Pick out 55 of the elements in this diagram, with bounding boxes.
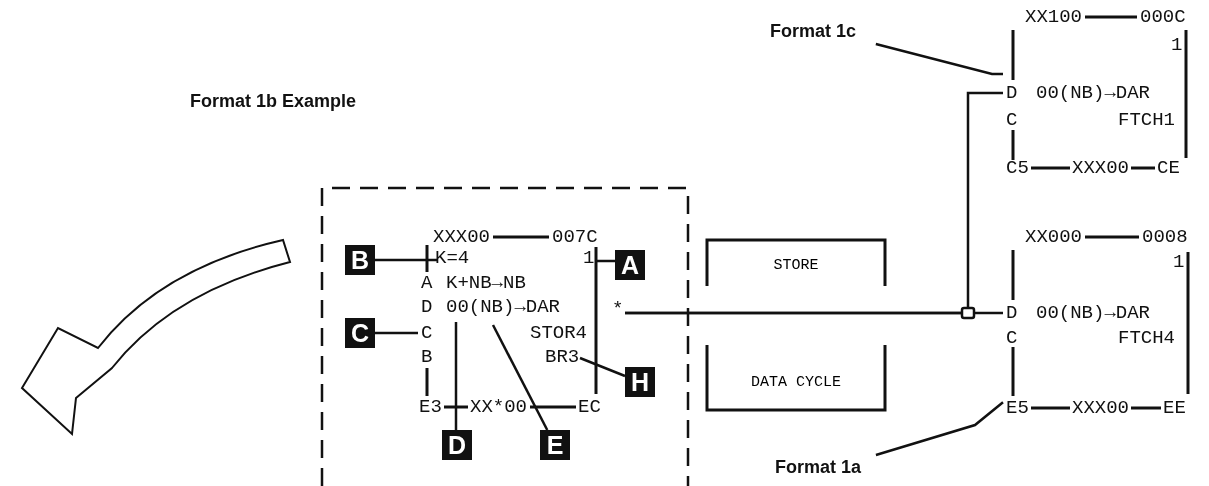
code-text: 00(NB)→DAR bbox=[446, 296, 561, 318]
code-text: EE bbox=[1163, 397, 1186, 419]
code-text: E5 bbox=[1006, 397, 1029, 419]
stage-label: DATA CYCLE bbox=[750, 373, 842, 393]
callout-letter: C bbox=[345, 318, 375, 348]
code-text: C bbox=[1006, 109, 1018, 131]
leader-line bbox=[375, 331, 418, 335]
code-text: XX*00 bbox=[470, 396, 527, 418]
code-text: 00(NB)→DAR bbox=[1036, 302, 1151, 324]
code-text: K+NB→NB bbox=[446, 272, 526, 294]
leader-line bbox=[491, 324, 549, 431]
leader-line bbox=[875, 42, 1003, 76]
code-text: E3 bbox=[419, 396, 442, 418]
connector-line bbox=[625, 91, 1003, 315]
code-text: XXX00 bbox=[1072, 397, 1129, 419]
callout-letter: H bbox=[625, 367, 655, 397]
heading: Format 1b Example bbox=[190, 90, 357, 113]
code-text: XXX00 bbox=[433, 226, 490, 248]
code-text: A bbox=[421, 272, 433, 294]
leader-line bbox=[579, 356, 626, 378]
code-text: D bbox=[421, 296, 433, 318]
code-text: C5 bbox=[1006, 157, 1029, 179]
format-label: Format 1a bbox=[775, 456, 862, 479]
code-text: FTCH4 bbox=[1118, 327, 1175, 349]
code-text: B bbox=[421, 346, 433, 368]
code-text: CE bbox=[1157, 157, 1180, 179]
code-text: 0008 bbox=[1142, 226, 1188, 248]
leader-line bbox=[875, 401, 1004, 457]
code-text: K=4 bbox=[435, 247, 470, 269]
code-text: XXX00 bbox=[1072, 157, 1129, 179]
code-text: 000C bbox=[1140, 6, 1186, 28]
code-text: XX100 bbox=[1025, 6, 1082, 28]
code-text: 007C bbox=[552, 226, 598, 248]
callout-letter: B bbox=[345, 245, 375, 275]
code-text: C bbox=[421, 322, 433, 344]
code-text: 1 bbox=[1171, 34, 1183, 56]
leader-line bbox=[454, 322, 458, 430]
leader-line bbox=[375, 258, 438, 262]
code-text: FTCH1 bbox=[1118, 109, 1175, 131]
code-text: XX000 bbox=[1025, 226, 1082, 248]
code-text: 1 bbox=[583, 247, 595, 269]
code-text: STOR4 bbox=[530, 322, 587, 344]
code-text: C bbox=[1006, 327, 1018, 349]
code-text: EC bbox=[578, 396, 601, 418]
code-text: * bbox=[612, 298, 624, 320]
code-text: D bbox=[1006, 302, 1018, 324]
code-text: 00(NB)→DAR bbox=[1036, 82, 1151, 104]
callout-letter: D bbox=[442, 430, 472, 460]
format-label: Format 1c bbox=[770, 20, 857, 43]
code-text: 1 bbox=[1173, 251, 1185, 273]
code-text: D bbox=[1006, 82, 1018, 104]
code-text: BR3 bbox=[545, 346, 580, 368]
stage-label: STORE bbox=[772, 256, 820, 276]
callout-letter: A bbox=[615, 250, 645, 280]
callout-letter: E bbox=[540, 430, 570, 460]
